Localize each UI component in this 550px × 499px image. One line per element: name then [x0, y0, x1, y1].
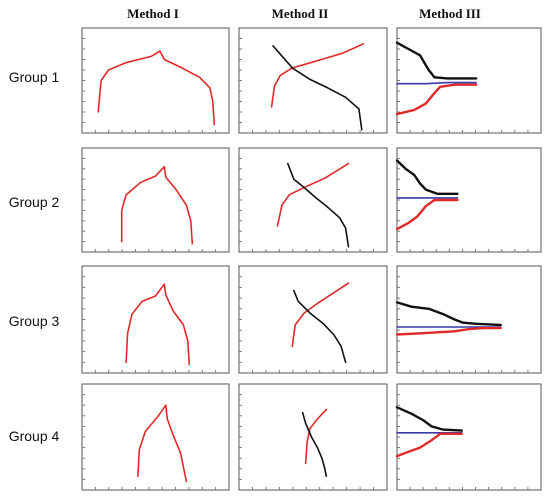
panel-frame [238, 265, 388, 374]
panel-method-iii-group-1 [395, 27, 542, 134]
row-label-group-3: Group 3 [9, 313, 60, 329]
panel-frame [81, 383, 230, 491]
panel-frame [81, 265, 230, 374]
row-label-group-1: Group 1 [9, 69, 60, 85]
red-curve [276, 162, 350, 227]
panel-method-ii-group-1 [238, 27, 388, 134]
red-curve [395, 83, 478, 116]
panel-method-i-group-4 [81, 383, 230, 491]
red-curve [304, 408, 328, 465]
red-curve [395, 326, 502, 336]
panel-grid [81, 27, 542, 491]
panel-frame [396, 265, 542, 374]
black-curve [293, 289, 347, 364]
panel-method-ii-group-2 [238, 147, 388, 253]
panel-frame [396, 383, 542, 491]
panel-method-i-group-2 [81, 147, 230, 253]
blue-curve [396, 81, 477, 85]
black-curve [272, 45, 363, 131]
red-curve [395, 198, 459, 231]
red-curve [120, 165, 194, 245]
panel-method-i-group-1 [81, 27, 230, 134]
black-curve [301, 411, 328, 477]
black-curve [395, 301, 502, 327]
black-curve [395, 159, 459, 195]
black-curve [395, 406, 463, 432]
panel-frame [396, 147, 542, 253]
panel-frame [396, 27, 542, 134]
panel-method-ii-group-4 [238, 383, 388, 491]
panel-method-iii-group-4 [395, 383, 542, 491]
row-label-group-4: Group 4 [9, 428, 60, 444]
column-header-method-3: Method III [419, 6, 481, 21]
red-curve [125, 283, 191, 366]
red-curve [291, 282, 350, 348]
panel-method-i-group-3 [81, 265, 230, 374]
black-curve [395, 41, 478, 80]
red-curve [395, 432, 463, 458]
panel-frame [81, 27, 230, 134]
panel-frame [81, 147, 230, 253]
red-curve [97, 50, 216, 126]
row-label-group-2: Group 2 [9, 194, 60, 210]
black-curve [287, 162, 350, 248]
panel-frame [238, 147, 388, 253]
column-header-method-1: Method I [127, 6, 179, 21]
panel-method-iii-group-3 [395, 265, 542, 374]
column-header-method-2: Method II [272, 6, 329, 21]
red-curve [270, 43, 365, 108]
panel-method-ii-group-3 [238, 265, 388, 374]
panel-method-iii-group-2 [395, 147, 542, 253]
red-curve [137, 404, 188, 483]
panel-frame [238, 383, 388, 491]
